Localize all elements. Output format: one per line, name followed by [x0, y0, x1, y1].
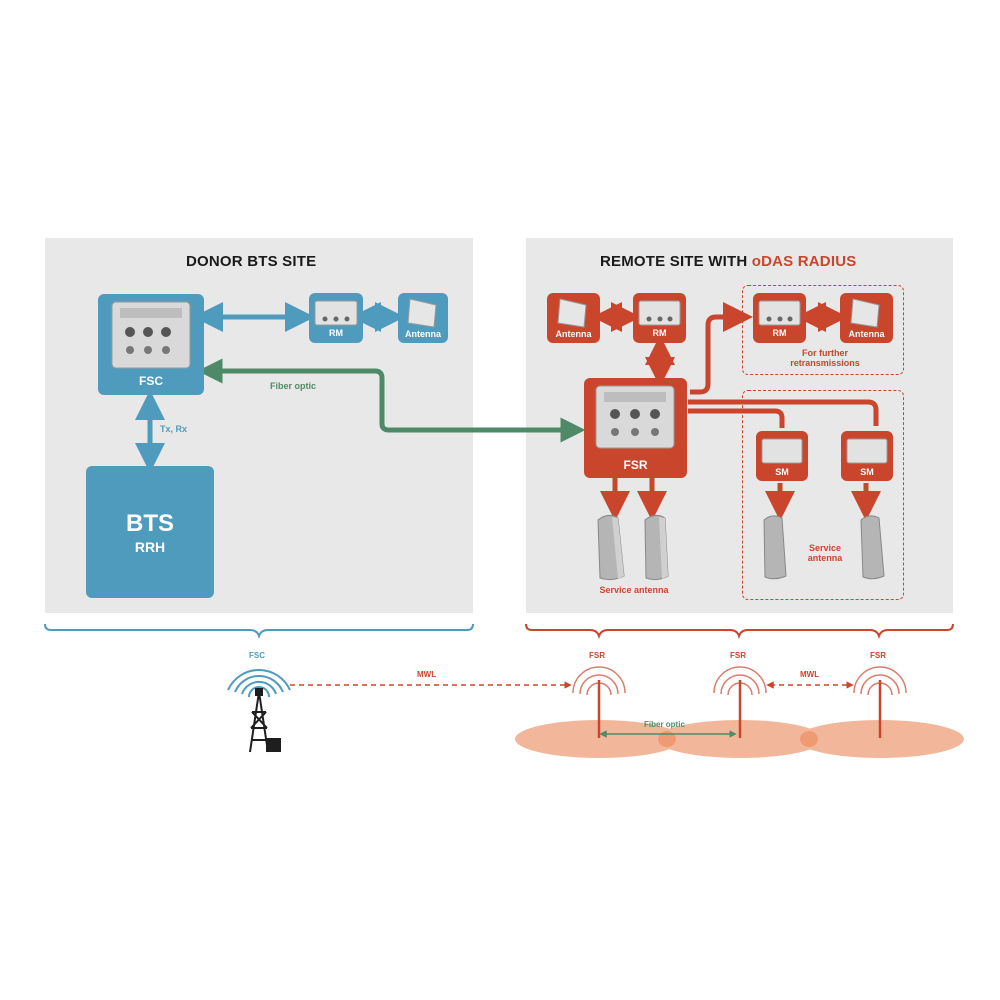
rm-label: RM — [652, 328, 667, 338]
remote-title-prefix: REMOTE SITE WITH — [600, 253, 752, 270]
fsc-unit: FSC — [98, 294, 204, 395]
sm-unit-2: SM — [841, 431, 893, 481]
antenna-panel-icon — [557, 298, 587, 328]
sm-label: SM — [775, 467, 789, 477]
further-rm-unit: RM — [753, 293, 806, 343]
remote-title-accent: oDAS RADIUS — [751, 253, 857, 270]
fsc-label: FSC — [139, 374, 163, 388]
fiber-optic-label: Fiber optic — [270, 381, 317, 391]
antenna-panel-icon — [407, 298, 437, 328]
fsr-tower-icon — [713, 666, 767, 738]
service-antenna-label-2: Service antenna — [807, 543, 843, 564]
remote-rm-unit: RM — [633, 293, 686, 343]
rm-device-icon — [638, 300, 681, 326]
fsr-tower-icon — [572, 666, 626, 738]
service-antenna-icon — [597, 514, 625, 581]
service-antenna-icon — [763, 515, 787, 580]
fsc-tower-label: FSC — [249, 651, 265, 660]
fsr-tower-label-2: FSR — [730, 651, 746, 660]
antenna-label: Antenna — [405, 329, 441, 339]
sm-device-icon — [761, 438, 803, 464]
service-antenna-icon — [860, 515, 885, 580]
rm-device-icon — [758, 300, 801, 326]
fsr-tower-label-3: FSR — [870, 651, 886, 660]
fsc-tower-icon — [227, 669, 291, 753]
further-retransmissions-label: For further retransmissions — [790, 348, 860, 369]
fsr-tower-icon — [853, 666, 907, 738]
mwl-label-1: MWL — [417, 670, 437, 679]
antenna-label: Antenna — [848, 329, 885, 339]
donor-site-title: DONOR BTS SITE — [186, 253, 317, 270]
service-antenna-label: Service antenna — [599, 585, 669, 595]
remote-antenna-unit: Antenna — [547, 293, 600, 343]
mwl-label-2: MWL — [800, 670, 820, 679]
sm-label: SM — [860, 467, 874, 477]
bts-label: BTS — [126, 510, 174, 537]
antenna-panel-icon — [850, 298, 880, 328]
fsr-unit: FSR — [584, 378, 687, 478]
rm-unit: RM — [309, 293, 363, 343]
sm-unit-1: SM — [756, 431, 808, 481]
service-antenna-group — [742, 390, 904, 600]
rm-label: RM — [329, 328, 343, 338]
tx-rx-label: Tx, Rx — [160, 424, 188, 434]
rrh-label: RRH — [134, 539, 166, 555]
donor-antenna-unit: Antenna — [398, 293, 448, 343]
rm-label: RM — [772, 328, 787, 338]
further-antenna-unit: Antenna — [840, 293, 893, 343]
remote-site-title: REMOTE SITE WITH oDAS RADIUS — [600, 253, 856, 270]
service-antenna-icon — [644, 514, 669, 581]
fsr-device-icon — [595, 385, 675, 449]
antenna-label: Antenna — [555, 329, 592, 339]
fsr-label: FSR — [623, 458, 648, 472]
bts-rrh-unit: BTS RRH — [86, 466, 214, 598]
rm-device-icon — [314, 300, 358, 326]
fsr-tower-label-1: FSR — [589, 651, 605, 660]
fsc-device-icon — [111, 301, 191, 369]
sm-device-icon — [846, 438, 888, 464]
bottom-fiber-optic-label: Fiber optic — [644, 720, 685, 729]
